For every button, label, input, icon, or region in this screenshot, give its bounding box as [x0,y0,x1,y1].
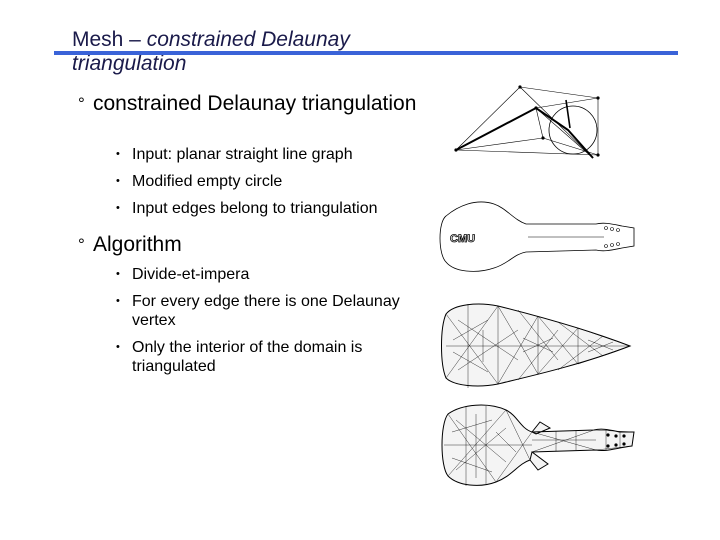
bullet-constrained-delaunay: ° constrained Delaunay triangulation [78,92,438,116]
sub-bullet-marker: • [116,175,120,187]
sub-bullet-input-edges: • Input edges belong to triangulation [116,199,436,218]
bullet-text: Algorithm [93,233,182,256]
title-part-1: Mesh – [72,28,147,51]
slide-title: Mesh – constrained Delaunay triangulatio… [72,28,592,76]
sub-bullet-text: For every edge there is one Delaunay ver… [132,293,400,329]
sub-bullet-text: Only the interior of the domain is trian… [132,339,363,375]
guitar-outline-figure: CMU [439,201,635,272]
sub-bullet-text: Divide-et-impera [132,266,250,283]
bullet-text: constrained Delaunay triangulation [93,92,417,115]
title-part-2: constrained Delaunay [146,28,350,51]
sub-bullet-text: Input: planar straight line graph [132,146,353,163]
guitar-triangulation-constrained [441,404,635,486]
guitar-logo-text: CMU [450,233,475,245]
title-part-3: triangulation [72,52,187,75]
sub-bullet-marker: • [116,341,120,353]
sub-bullet-marker: • [116,202,120,214]
sub-bullet-interior-only: • Only the interior of the domain is tri… [116,338,436,376]
sub-bullet-input-graph: • Input: planar straight line graph [116,145,436,164]
title-underline [54,51,678,55]
cdt-circle-diagram [454,85,600,159]
sub-bullet-divide-et-impera: • Divide-et-impera [116,265,436,284]
guitar-triangulation-coarse [441,303,632,388]
sub-bullet-empty-circle: • Modified empty circle [116,172,436,191]
sub-bullet-text: Modified empty circle [132,173,283,190]
sub-bullet-marker: • [116,295,120,307]
sub-bullet-marker: • [116,268,120,280]
bullet-marker: ° [78,94,85,113]
bullet-marker: ° [78,235,85,254]
sub-bullet-text: Input edges belong to triangulation [132,200,378,217]
bullet-algorithm: ° Algorithm [78,233,438,257]
cmu-logo: CMU [450,233,476,246]
sub-bullet-marker: • [116,148,120,160]
sub-bullet-delaunay-vertex: • For every edge there is one Delaunay v… [116,292,436,330]
